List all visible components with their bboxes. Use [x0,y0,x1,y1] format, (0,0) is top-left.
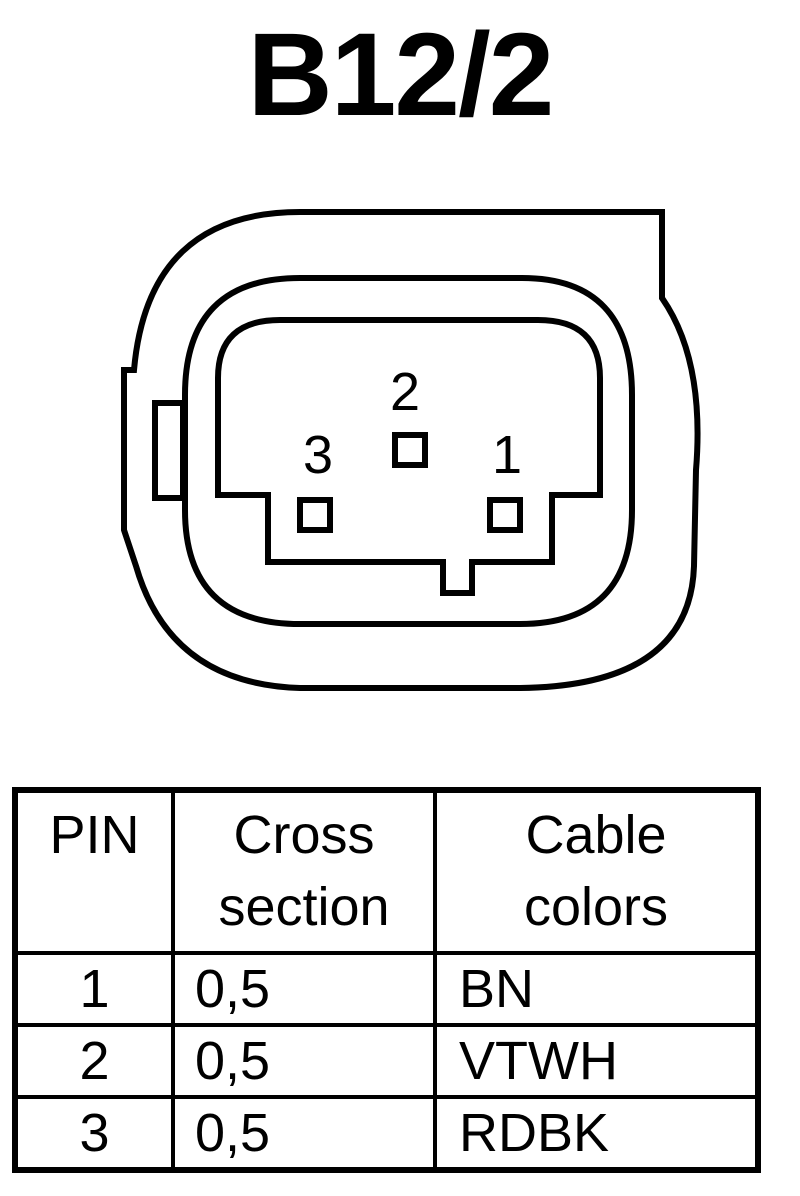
connector-outer-housing [121,209,701,691]
pin-terminal-3 [297,497,333,533]
pin-number: 3 [13,1095,175,1172]
table-header-row: PIN Cross section Cable colors [13,788,760,955]
cable-color-value: VTWH [433,1023,760,1099]
cross-section-value: 0,5 [171,951,437,1027]
connector-latch-tab [152,400,186,501]
cable-color-value: BN [433,951,760,1027]
pin-label-3: 3 [303,425,333,485]
header-pin-label: PIN [49,805,140,865]
connector-face-diagram: 2 3 1 [121,209,701,691]
connector-inner-ring [182,275,635,627]
pin-terminal-1 [487,497,523,533]
connector-pin-cavity [215,317,603,596]
cable-color-value: RDBK [433,1095,760,1172]
header-pin: PIN [13,788,175,955]
cross-section-value: 0,5 [171,1095,437,1172]
pin-assignment-table: PIN Cross section Cable colors 1 0,5 BN … [12,787,761,1173]
table-row: 2 0,5 VTWH [13,1023,760,1099]
table-row: 1 0,5 BN [13,951,760,1027]
header-cable-colors-line1: Cable [525,805,667,865]
pin-label-2: 2 [390,362,420,422]
pin-number: 1 [13,951,175,1027]
header-cross-section-line2: section [218,877,390,937]
table-row: 3 0,5 RDBK [13,1095,760,1172]
connector-title: B12/2 [247,9,555,141]
header-cable-colors-line2: colors [523,877,669,937]
header-cross-section: Cross section [171,788,437,955]
pin-terminal-2 [392,432,428,468]
header-cross-section-line1: Cross [233,805,375,865]
pin-number: 2 [13,1023,175,1099]
header-cable-colors: Cable colors [433,788,760,955]
cross-section-value: 0,5 [171,1023,437,1099]
pin-label-1: 1 [492,425,522,485]
